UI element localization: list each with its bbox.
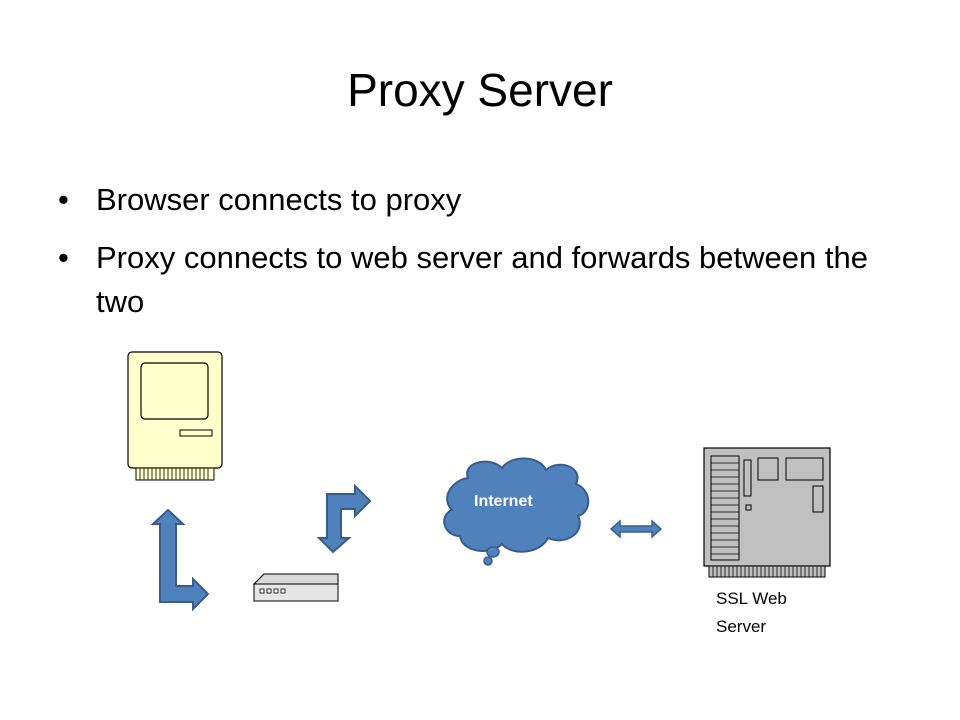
bullet-item: • Proxy connects to web server and forwa…	[58, 236, 898, 324]
network-device-icon	[252, 573, 339, 602]
bullet-text: Browser connects to proxy	[96, 182, 462, 217]
double-arrow-icon	[609, 519, 663, 539]
desktop-computer-icon	[127, 351, 223, 481]
bullet-text: Proxy connects to web server and forward…	[96, 240, 868, 319]
server-label: SSL Web Server	[716, 585, 836, 641]
cloud-icon	[443, 457, 590, 566]
internet-label: Internet	[474, 493, 533, 510]
server-icon	[703, 447, 831, 578]
bent-arrow-icon	[150, 508, 210, 612]
bullet-icon: •	[58, 182, 69, 217]
server-label-line1: SSL Web	[716, 589, 787, 608]
bullet-icon: •	[58, 240, 69, 275]
bullet-item: • Browser connects to proxy	[58, 178, 898, 222]
bullet-list: • Browser connects to proxy • Proxy conn…	[58, 178, 898, 338]
server-label-line2: Server	[716, 617, 767, 636]
slide-title: Proxy Server	[347, 64, 613, 116]
bent-arrow-icon	[316, 483, 372, 554]
